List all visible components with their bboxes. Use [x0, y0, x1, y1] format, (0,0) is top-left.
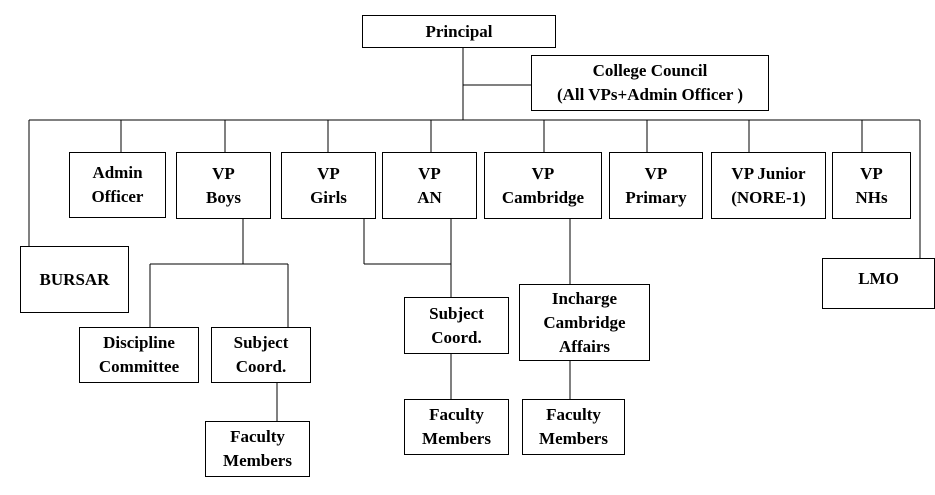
node-label-line: Coord.: [431, 327, 482, 347]
vp-girls-box: VP Girls: [281, 152, 376, 219]
node-label-line: NHs: [855, 187, 888, 207]
node-label-line: Members: [539, 429, 608, 448]
node-label-line: Faculty: [429, 405, 484, 424]
vp-junior-box: VP Junior (NORE-1): [711, 152, 826, 219]
node-label-line: Cambridge: [543, 312, 626, 332]
bursar-box: BURSAR: [20, 246, 129, 313]
vp-nhs-box: VP NHs: [832, 152, 911, 219]
node-label-line: Faculty: [230, 427, 285, 446]
node-label-line: Incharge: [551, 288, 618, 308]
lmo-box: LMO: [822, 258, 935, 309]
node-label-line: Primary: [625, 187, 687, 207]
node-label-line: Committee: [98, 357, 180, 376]
node-label-line: AN: [417, 187, 442, 207]
node-label-line: VP Junior: [731, 163, 806, 183]
node-label-line: VP: [418, 163, 441, 183]
node-label-line: BURSAR: [39, 269, 110, 289]
node-label-line: VP: [644, 163, 668, 183]
node-label-line: Subject: [429, 303, 484, 323]
node-label-line: Cambridge: [501, 187, 585, 207]
node-label-line: Officer: [91, 187, 144, 206]
vp-primary-box: VP Primary: [609, 152, 703, 219]
vp-boys-box: VP Boys: [176, 152, 271, 219]
node-label-line: (All VPs+Admin Officer ): [556, 85, 744, 104]
node-label-line: Faculty: [546, 405, 601, 424]
node-label-line: Boys: [206, 187, 241, 207]
node-label-line: Admin: [92, 163, 143, 182]
node-label-line: VP: [860, 163, 883, 183]
vp-cambridge-box: VP Cambridge: [484, 152, 602, 219]
node-label-line: Principal: [425, 21, 493, 41]
node-label-line: Members: [422, 429, 491, 448]
node-label-line: VP: [317, 163, 340, 183]
node-label-line: College Council: [592, 61, 708, 80]
node-label-line: Discipline: [103, 333, 175, 352]
node-label-line: Affairs: [559, 336, 610, 356]
vp-an-box: VP AN: [382, 152, 477, 219]
node-label-line: (NORE-1): [731, 187, 806, 207]
college-council-box: College Council (All VPs+Admin Officer ): [531, 55, 769, 111]
node-label-line: LMO: [858, 269, 899, 288]
node-label-line: Subject: [233, 333, 289, 352]
node-label-line: Coord.: [235, 357, 287, 376]
principal-box: Principal: [362, 15, 556, 48]
node-label-line: Members: [223, 451, 292, 470]
node-label-line: VP: [531, 163, 555, 183]
node-label-line: VP: [212, 163, 235, 183]
node-label-line: Girls: [310, 187, 347, 207]
